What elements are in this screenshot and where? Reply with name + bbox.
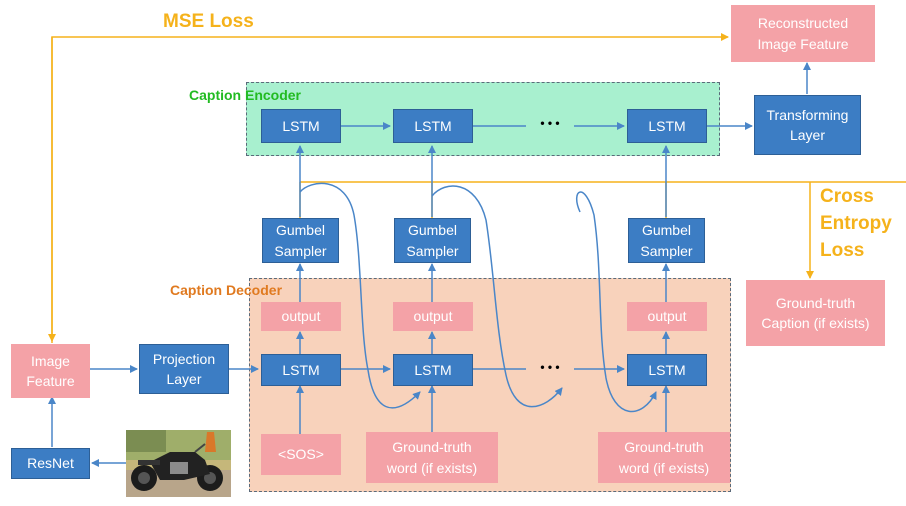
decoder-lstm-3: LSTM bbox=[627, 354, 707, 386]
mse-loss-arrows bbox=[48, 33, 729, 343]
encoder-lstm-3: LSTM bbox=[627, 109, 707, 143]
transforming-layer: Transforming Layer bbox=[754, 95, 861, 155]
caption-decoder-label: Caption Decoder bbox=[170, 282, 283, 298]
decoder-output-2: output bbox=[393, 302, 473, 331]
gumbel-sampler-3: Gumbel Sampler bbox=[628, 218, 705, 263]
image-feature: Image Feature bbox=[11, 344, 90, 398]
decoder-ellipsis: • • • bbox=[540, 360, 560, 375]
sos-token: <SOS> bbox=[261, 434, 341, 475]
mse-loss-label: MSE Loss bbox=[163, 11, 254, 32]
cross-entropy-arrows bbox=[299, 181, 906, 279]
resnet: ResNet bbox=[11, 448, 90, 479]
ground-truth-caption: Ground-truth Caption (if exists) bbox=[746, 280, 885, 346]
gumbel-sampler-2: Gumbel Sampler bbox=[394, 218, 471, 263]
reconstructed-image-feature: Reconstructed Image Feature bbox=[731, 5, 875, 62]
encoder-lstm-1: LSTM bbox=[261, 109, 341, 143]
ground-truth-word-1: Ground-truth word (if exists) bbox=[366, 432, 498, 483]
encoder-ellipsis: • • • bbox=[540, 116, 560, 131]
ground-truth-word-2: Ground-truth word (if exists) bbox=[598, 432, 730, 483]
encoder-lstm-2: LSTM bbox=[393, 109, 473, 143]
gumbel-sampler-1: Gumbel Sampler bbox=[262, 218, 339, 263]
decoder-output-3: output bbox=[627, 302, 707, 331]
projection-layer: Projection Layer bbox=[139, 344, 229, 394]
cross-entropy-loss-label: Cross Entropy Loss bbox=[820, 186, 892, 261]
decoder-output-1: output bbox=[261, 302, 341, 331]
decoder-lstm-1: LSTM bbox=[261, 354, 341, 386]
flow-arrows bbox=[48, 62, 811, 467]
caption-encoder-label: Caption Encoder bbox=[189, 87, 302, 103]
decoder-lstm-2: LSTM bbox=[393, 354, 473, 386]
